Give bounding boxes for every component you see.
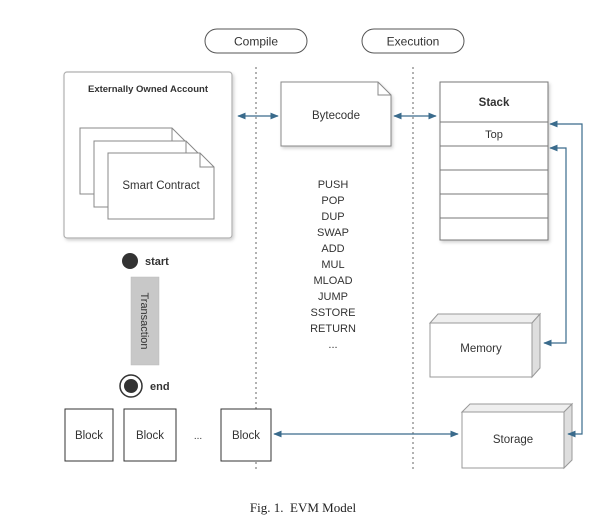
transaction-bar: Transaction: [130, 276, 160, 366]
opcode-item: JUMP: [318, 291, 348, 303]
stack-title: Stack: [479, 97, 510, 109]
block-box: [64, 408, 114, 462]
block-ellipsis: ...: [194, 431, 202, 442]
connector-arrows: [237, 112, 583, 438]
top-memory-arrow: [543, 144, 567, 347]
opcode-item: MLOAD: [313, 275, 352, 287]
block-label: Block: [136, 430, 164, 442]
transaction-end: end: [119, 374, 170, 398]
opcode-item: ADD: [321, 243, 344, 255]
execution-label: Execution: [387, 35, 440, 49]
figure-caption: Fig. 1. EVM Model: [250, 500, 357, 515]
start-label: start: [145, 256, 169, 268]
opcode-item: ...: [328, 339, 337, 351]
transaction-start: start: [122, 253, 169, 269]
opcode-item: PUSH: [318, 179, 349, 191]
opcode-item: MUL: [321, 259, 344, 271]
smart-contract-label: Smart Contract: [122, 180, 200, 192]
bytecode-label: Bytecode: [312, 110, 360, 122]
transaction-label: Transaction: [138, 292, 150, 349]
opcode-list: PUSH POP DUP SWAP ADD MUL MLOAD JUMP SST…: [310, 179, 356, 351]
storage-box: Storage: [460, 402, 574, 470]
opcode-item: POP: [321, 195, 344, 207]
stack-box: Stack Top: [439, 81, 549, 241]
compile-label: Compile: [234, 35, 278, 49]
opcode-item: SWAP: [317, 227, 349, 239]
compile-pill: Compile: [204, 28, 308, 54]
stack-top-label: Top: [485, 129, 503, 141]
execution-pill: Execution: [361, 28, 465, 54]
block-chain: Block Block ... Block: [64, 408, 272, 462]
top-storage-arrow: [549, 120, 583, 438]
block-label: Block: [232, 430, 260, 442]
opcode-item: RETURN: [310, 323, 356, 335]
end-label: end: [150, 381, 170, 393]
block-label: Block: [75, 430, 103, 442]
opcode-item: DUP: [321, 211, 344, 223]
block-box: [220, 408, 272, 462]
bytecode-document: Bytecode: [280, 81, 392, 147]
block-box: [123, 408, 177, 462]
smart-contract-stack: Smart Contract: [79, 127, 215, 220]
memory-box: Memory: [428, 312, 542, 379]
memory-label: Memory: [460, 343, 502, 355]
opcode-item: SSTORE: [310, 307, 355, 319]
storage-label: Storage: [493, 434, 533, 446]
eoa-title: Externally Owned Account: [88, 84, 209, 95]
